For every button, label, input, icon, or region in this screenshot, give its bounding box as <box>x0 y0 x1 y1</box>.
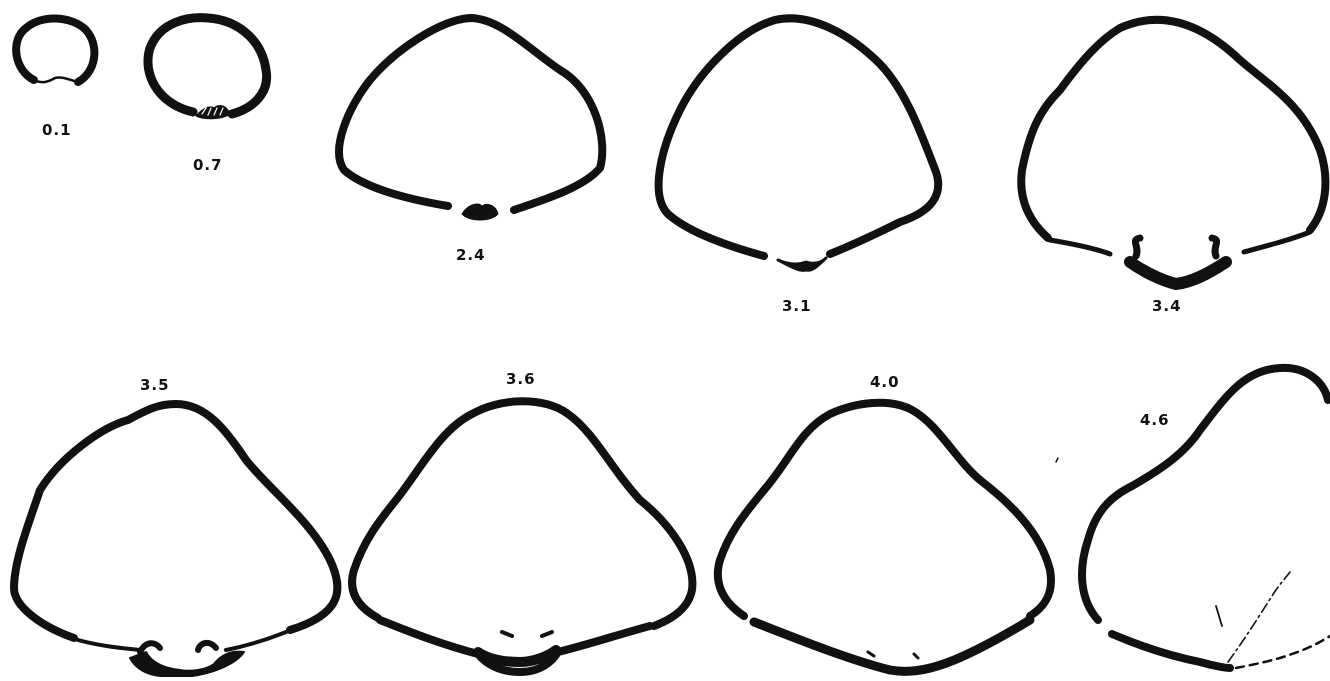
stage-label-4-0: 4.0 <box>870 373 900 391</box>
stage-label-3-5: 3.5 <box>140 376 170 394</box>
section-0-7 <box>148 18 267 119</box>
section-0-1 <box>16 18 94 82</box>
section-3-4 <box>1021 20 1325 284</box>
section-2-4 <box>339 18 602 220</box>
stage-label-0-1: 0.1 <box>42 121 72 139</box>
stage-label-3-6: 3.6 <box>506 370 536 388</box>
section-3-5 <box>14 404 337 677</box>
section-3-1 <box>659 18 939 270</box>
stage-label-2-4: 2.4 <box>456 246 486 264</box>
section-4-0 <box>718 403 1051 672</box>
section-4-6 <box>1056 368 1330 668</box>
stage-label-3-1: 3.1 <box>782 297 812 315</box>
section-3-6 <box>352 401 692 672</box>
stage-label-0-7: 0.7 <box>193 156 223 174</box>
stage-label-3-4: 3.4 <box>1152 297 1182 315</box>
stage-label-4-6: 4.6 <box>1140 411 1170 429</box>
